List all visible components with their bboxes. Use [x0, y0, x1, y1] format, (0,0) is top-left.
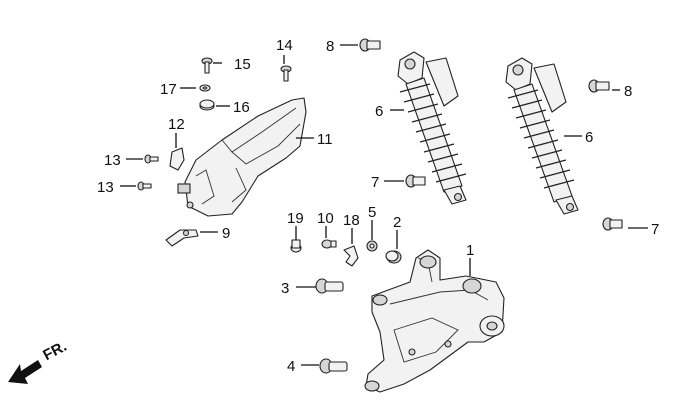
callout-7-b: 7 — [651, 221, 659, 238]
callout-3: 3 — [281, 280, 289, 297]
nut-16-part — [199, 99, 215, 111]
callout-2: 2 — [393, 214, 401, 231]
callout-labels: 15 17 16 14 12 13 13 11 9 8 8 6 6 7 7 19… — [97, 37, 659, 375]
bolt-14-part — [280, 65, 292, 82]
bolt-8-left-part — [359, 38, 381, 52]
callout-16: 16 — [233, 99, 250, 116]
bolt-3-part — [315, 278, 344, 294]
bolt-15-part — [201, 57, 213, 74]
bolt-4-part — [319, 358, 348, 374]
bolt-10-part — [321, 239, 337, 249]
callout-7-a: 7 — [371, 174, 379, 191]
shock-absorber-right-part — [505, 57, 579, 215]
callout-14: 14 — [276, 37, 293, 54]
callout-8-a: 8 — [326, 38, 334, 55]
nut-5-part — [366, 240, 378, 252]
clamp-18-part — [343, 245, 359, 267]
rear-bracket-part — [364, 249, 505, 393]
bolt-13b-part — [137, 181, 152, 191]
bolt-8-right-part — [588, 79, 610, 93]
rear-hugger-part — [177, 97, 307, 217]
bracket-9-part — [165, 229, 199, 247]
bolt-7-right-part — [602, 217, 623, 231]
collar-2-part — [385, 250, 402, 264]
callout-4: 4 — [287, 358, 295, 375]
front-label: FR. — [40, 338, 69, 364]
callout-9: 9 — [222, 225, 230, 242]
callout-8-b: 8 — [624, 83, 632, 100]
callout-18: 18 — [343, 212, 360, 229]
callout-11: 11 — [317, 131, 333, 148]
callout-12: 12 — [168, 116, 185, 133]
callout-19: 19 — [287, 210, 304, 227]
bolt-7-left-part — [405, 174, 426, 188]
front-arrow-icon — [8, 360, 42, 384]
leader-lines — [120, 44, 648, 366]
callout-15: 15 — [234, 56, 251, 73]
callout-13-b: 13 — [97, 179, 114, 196]
clip-12-part — [169, 147, 185, 171]
bolt-13a-part — [144, 154, 159, 164]
shock-absorber-left-part — [397, 51, 467, 205]
bolt-19-part — [290, 239, 302, 253]
callout-6-a: 6 — [375, 103, 383, 120]
callout-5: 5 — [368, 204, 376, 221]
washer-17-part — [199, 84, 211, 92]
callout-17: 17 — [160, 81, 177, 98]
callout-6-b: 6 — [585, 129, 593, 146]
callout-10: 10 — [317, 210, 334, 227]
callout-1: 1 — [466, 242, 474, 259]
callout-13-a: 13 — [104, 152, 121, 169]
front-direction-indicator: FR. — [8, 338, 70, 384]
